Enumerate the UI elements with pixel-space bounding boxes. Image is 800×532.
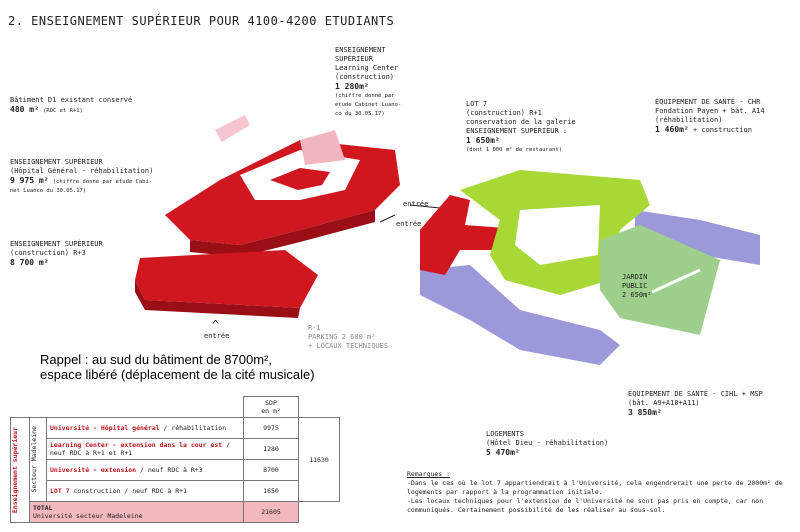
rappel-note: Rappel : au sud du bâtiment de 8700m², e… bbox=[40, 352, 315, 382]
building-hopital-general bbox=[165, 115, 400, 257]
label-logements: LOGEMENTS (Hôtel Dieu - réhabilitation) … bbox=[486, 430, 609, 457]
building-construction-r3 bbox=[135, 250, 318, 318]
label-jardin-public: JARDIN PUBLIC 2 650m² bbox=[622, 273, 652, 299]
label-entree-1: entrée bbox=[403, 200, 429, 208]
label-batiment-d1: Bâtiment D1 existant conservé 480 m² (RD… bbox=[10, 96, 133, 114]
sector-label: Secteur Madeleine bbox=[29, 417, 47, 502]
label-entree-2: entrée bbox=[396, 220, 422, 228]
remarques: Remarques : -Dans le cas où le lot 7 app… bbox=[407, 470, 783, 514]
label-construction-r3: ENSEIGNEMENT SUPÉRIEUR (construction) R+… bbox=[10, 240, 103, 267]
building-lot7 bbox=[420, 195, 505, 275]
table-row: Université - extension / neuf RDC à R+3 bbox=[46, 459, 244, 481]
label-sante-cihl: ÉQUIPEMENT DE SANTÉ - CIHL + MSP (bât. A… bbox=[628, 390, 763, 417]
label-sante-chr: ÉQUIPEMENT DE SANTÉ - CHR Fondation Paye… bbox=[655, 98, 765, 134]
group-label: Enseignement supérieur bbox=[10, 417, 30, 523]
table-row: Learning Center - extension dans la cour… bbox=[46, 438, 244, 460]
label-parking: R-1 PARKING 2 680 m² + LOCAUX TECHNIQUES bbox=[308, 324, 389, 350]
label-lot7: LOT 7 (construction) R+1 conservation de… bbox=[466, 100, 576, 153]
label-hopital-general: ENSEIGNEMENT SUPÉRIEUR (Hôpital Général … bbox=[10, 158, 154, 194]
page-title: 2. ENSEIGNEMENT SUPÉRIEUR POUR 4100-4200… bbox=[8, 14, 395, 28]
arrow-up-icon: ^ bbox=[212, 318, 220, 332]
table-row: Université - Hôpital général / réhabilit… bbox=[46, 417, 244, 439]
label-learning-center: ENSEIGNEMENT SUPÉRIEUR Learning Center (… bbox=[335, 46, 402, 117]
jardin-public bbox=[600, 225, 720, 335]
table-row: LOT 7 construction / neuf RDC à R+1 bbox=[46, 480, 244, 502]
label-entree-3: entrée bbox=[204, 332, 230, 340]
